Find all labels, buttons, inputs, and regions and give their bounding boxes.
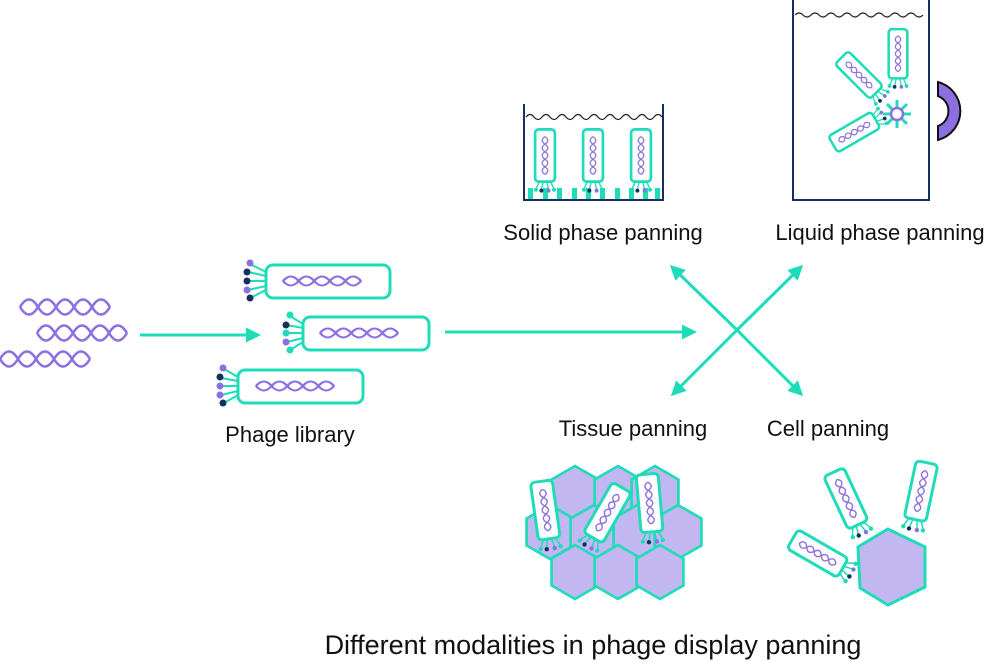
phage	[216, 364, 365, 407]
label-phage-library: Phage library	[225, 422, 355, 447]
figure-title: Different modalities in phage display pa…	[325, 630, 862, 660]
label-liquid-phase: Liquid phase panning	[775, 220, 984, 245]
phage-library-group	[216, 259, 431, 407]
phage	[630, 129, 652, 192]
solid-phase-well	[523, 104, 664, 201]
dna-strand	[18, 298, 112, 316]
magnet-icon	[937, 80, 962, 142]
label-solid-phase: Solid phase panning	[503, 220, 702, 245]
phage	[582, 129, 604, 192]
phage	[888, 29, 909, 89]
label-tissue: Tissue panning	[559, 416, 707, 441]
label-cell: Cell panning	[767, 416, 889, 441]
phage	[786, 528, 859, 584]
dna-strand	[35, 324, 129, 342]
arrow-tissue	[670, 328, 739, 397]
phage	[823, 467, 875, 541]
phage	[828, 106, 890, 154]
target-cell	[856, 527, 927, 607]
phage	[534, 129, 556, 192]
dna-strand	[0, 350, 92, 368]
arrow-solid-phase	[669, 264, 739, 332]
phage	[243, 259, 392, 302]
liquid-phase-container	[792, 0, 930, 201]
phage	[834, 50, 891, 107]
phage	[282, 311, 431, 354]
arrow-liquid-phase	[735, 264, 804, 332]
phage	[901, 460, 939, 534]
arrow-cell	[735, 328, 804, 397]
